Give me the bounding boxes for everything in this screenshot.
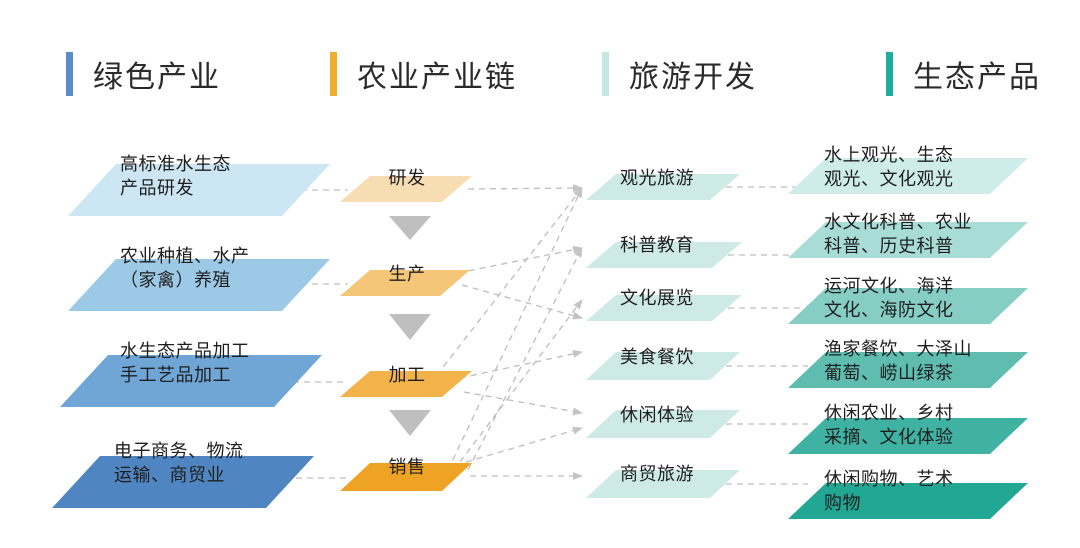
connector-chain-tourism (461, 284, 583, 320)
product-label-science: 水文化科普、农业 科普、历史科普 (824, 212, 972, 257)
industry-parallelogram (68, 164, 330, 216)
tourism-label-leisure: 休闲体验 (620, 405, 694, 426)
connector-chain-tourism (447, 187, 583, 471)
product-label-leisure: 休闲农业、乡村 采摘、文化体验 (824, 403, 954, 448)
product-parallelogram (788, 288, 1028, 324)
product-parallelogram (788, 222, 1028, 258)
header-accent-bar (602, 52, 609, 96)
tourism-parallelogram (586, 352, 740, 380)
header-accent-bar (66, 52, 73, 96)
connector-chain-tourism (429, 187, 583, 385)
connector-chain-tourism (457, 245, 583, 274)
header-accent-bar (330, 52, 337, 96)
chain-label-sales: 销售 (388, 457, 426, 478)
chain-label-processing: 加工 (388, 365, 426, 386)
product-label-food: 渔家餐饮、大泽山 葡萄、崂山绿茶 (824, 339, 972, 384)
chain-label-rnd: 研发 (388, 168, 426, 189)
tourism-label-exhibition: 文化展览 (620, 288, 694, 309)
tourism-parallelogram (586, 242, 742, 268)
connector-chain-tourism (459, 349, 583, 379)
connector-chain-tourism (467, 184, 583, 193)
industry-parallelogram (60, 355, 322, 407)
product-label-culture: 运河文化、海洋 文化、海防文化 (824, 276, 954, 321)
diagram-shapes (52, 158, 1028, 519)
tourism-label-dining: 美食餐饮 (620, 347, 694, 368)
tourism-parallelogram (586, 470, 740, 498)
chain-parallelogram (340, 176, 472, 202)
tourism-parallelogram (586, 174, 740, 200)
header-label: 农业产业链 (357, 60, 517, 95)
header-accent-bar (886, 52, 893, 96)
product-parallelogram (788, 158, 1028, 194)
tourism-parallelogram (586, 410, 740, 438)
down-arrow-icon (389, 314, 431, 340)
tourism-label-science-edu: 科普教育 (620, 235, 694, 256)
industry-label-commerce: 电子商务、物流 运输、商贸业 (114, 441, 244, 486)
connector-chain-tourism (465, 426, 583, 463)
header-green-industry: 绿色产业 (66, 52, 221, 96)
industry-label-rnd: 高标准水生态 产品研发 (120, 154, 231, 199)
down-arrow-icon (389, 216, 431, 240)
product-label-shopping: 休闲购物、艺术 购物 (824, 469, 954, 514)
connector-chain-tourism (463, 391, 583, 416)
connector-chain-tourism (459, 299, 583, 463)
chain-label-production: 生产 (388, 264, 426, 285)
industry-label-farming: 农业种植、水产 （家禽）养殖 (120, 246, 250, 291)
product-parallelogram (788, 418, 1028, 454)
industry-label-processing: 水生态产品加工 手工艺品加工 (120, 341, 250, 386)
header-label: 旅游开发 (629, 60, 757, 95)
product-parallelogram (788, 352, 1028, 388)
product-parallelogram (788, 483, 1028, 519)
chain-parallelogram (340, 371, 472, 397)
connector-chain-tourism (467, 247, 583, 471)
tourism-label-sightseeing: 观光旅游 (620, 168, 694, 189)
product-label-sightseeing: 水上观光、生态 观光、文化观光 (824, 145, 954, 190)
header-label: 生态产品 (913, 60, 1041, 95)
header-tourism: 旅游开发 (602, 52, 757, 96)
header-agri-chain: 农业产业链 (330, 52, 517, 96)
down-arrow-icon (389, 410, 431, 436)
tourism-parallelogram (586, 295, 742, 321)
connector-lines (274, 184, 808, 485)
industry-parallelogram (68, 259, 330, 311)
chain-parallelogram (340, 463, 472, 491)
tourism-label-trade: 商贸旅游 (620, 464, 694, 485)
industry-parallelogram (52, 456, 314, 508)
chain-parallelogram (340, 270, 470, 296)
header-label: 绿色产业 (93, 60, 221, 95)
header-eco-products: 生态产品 (886, 52, 1041, 96)
